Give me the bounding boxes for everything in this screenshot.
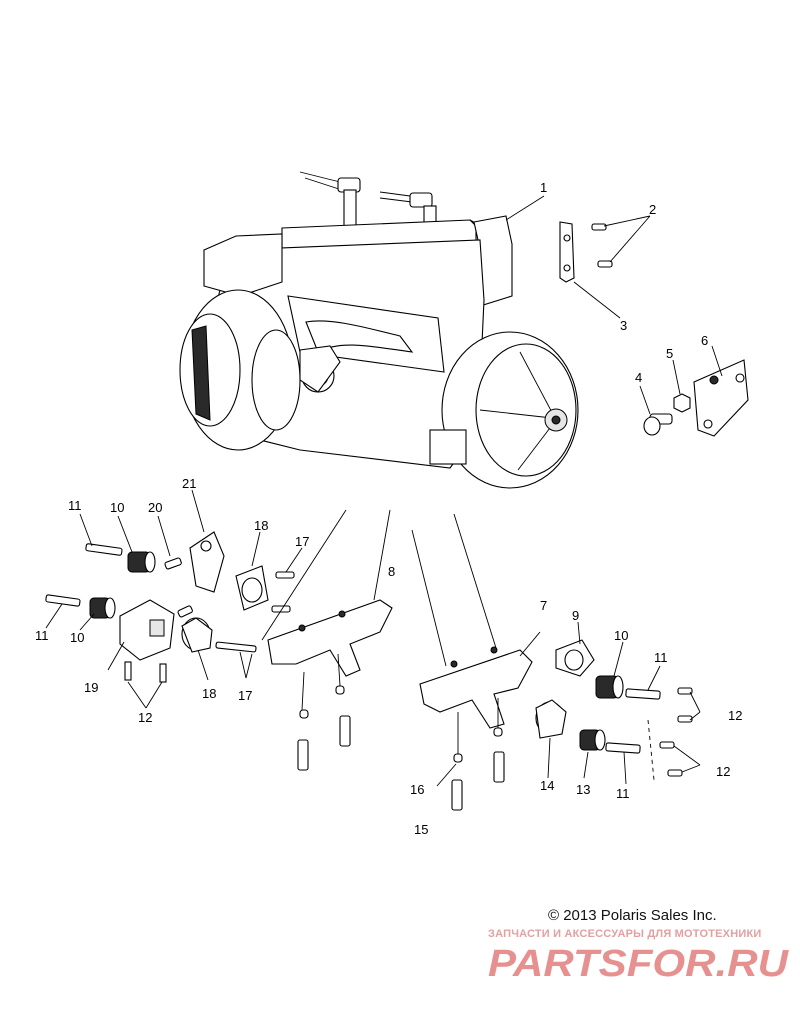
callout-12-left: 12	[138, 710, 152, 725]
callout-15: 15	[414, 822, 428, 837]
callout-11-left: 11	[35, 628, 49, 643]
mount-part-18-lower	[181, 617, 213, 653]
callout-21: 21	[182, 476, 196, 491]
callout-9: 9	[572, 608, 579, 623]
callout-labels: 1 2 3 6 5 4 21 11 10 20 18 17 8 7 9 11 1…	[35, 180, 742, 837]
mount-part-19	[119, 599, 175, 661]
callout-12-right-lower: 12	[716, 764, 730, 779]
bracket-part-21	[177, 531, 225, 618]
bushing-part-10-upper	[127, 551, 156, 573]
bracket-part-7	[419, 646, 533, 811]
callout-19: 19	[84, 680, 98, 695]
callout-16: 16	[410, 782, 424, 797]
bracket-part-3	[559, 221, 575, 283]
screw-part-20	[164, 557, 182, 570]
callout-10-upper: 10	[110, 500, 124, 515]
copyright-notice: © 2013 Polaris Sales Inc.	[548, 907, 717, 924]
mount-part-18-upper	[235, 565, 269, 611]
screws-part-17-upper	[271, 571, 295, 613]
bushing-part-10-lower	[89, 597, 116, 619]
callout-11-right-lower: 11	[616, 786, 630, 801]
nut-part-5	[673, 393, 691, 413]
callout-11-right-upper: 11	[654, 650, 668, 665]
callout-1: 1	[540, 180, 547, 195]
leader-lines	[45, 195, 723, 787]
callout-11-upper: 11	[68, 498, 82, 513]
bolt-part-11-right-lower	[605, 742, 641, 754]
screws-part-12-right	[659, 687, 693, 777]
screw-part-2	[591, 223, 613, 268]
callout-2: 2	[649, 202, 656, 217]
callout-17-upper: 17	[295, 534, 309, 549]
bolt-part-11-lower	[45, 594, 81, 607]
callout-14: 14	[540, 778, 554, 793]
bushing-part-13	[579, 729, 606, 751]
callout-20: 20	[148, 500, 162, 515]
callout-18-upper: 18	[254, 518, 268, 533]
callout-3: 3	[620, 318, 627, 333]
callout-17-lower: 17	[238, 688, 252, 703]
bolts-part-12-left	[124, 661, 167, 683]
bolt-part-11-right-upper	[625, 688, 661, 700]
engine-assembly	[179, 171, 579, 489]
mount-part-14	[535, 699, 567, 739]
callout-7: 7	[540, 598, 547, 613]
watermark-tagline: ЗАПЧАСТИ И АКСЕССУАРЫ ДЛЯ МОТОТЕХНИКИ	[488, 928, 762, 940]
bracket-part-6	[693, 359, 749, 437]
callout-10-right: 10	[614, 628, 628, 643]
bracket-part-8	[267, 599, 393, 771]
callout-12-right-upper: 12	[728, 708, 742, 723]
bushing-part-10-right	[595, 675, 624, 699]
callout-6: 6	[701, 333, 708, 348]
bolt-part-11-upper	[85, 543, 123, 556]
callout-10-lower: 10	[70, 630, 84, 645]
bushing-part-4	[643, 413, 673, 436]
callout-8: 8	[388, 564, 395, 579]
mount-part-9	[555, 639, 595, 677]
callout-4: 4	[635, 370, 642, 385]
callout-18-lower: 18	[202, 686, 216, 701]
callout-5: 5	[666, 346, 673, 361]
bolts-part-17-lower	[215, 641, 257, 653]
callout-13: 13	[576, 782, 590, 797]
